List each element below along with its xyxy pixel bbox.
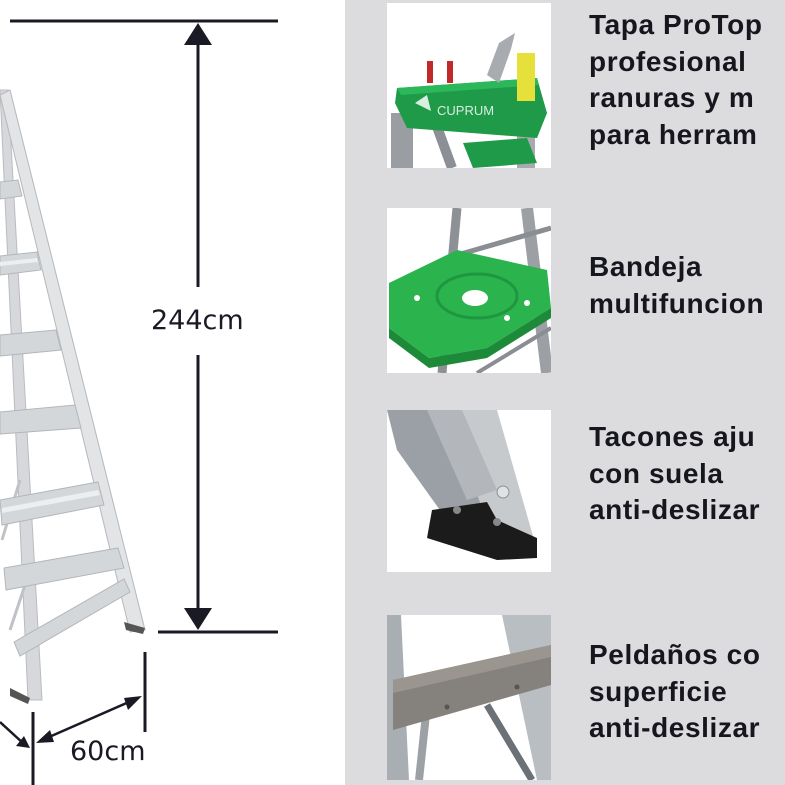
arrow-right-icon bbox=[124, 696, 142, 710]
anti-slip-steps-image bbox=[387, 615, 551, 780]
arrow-up-icon bbox=[184, 23, 212, 45]
arrow-down-icon bbox=[184, 608, 212, 630]
adjustable-feet-image bbox=[387, 410, 551, 572]
feature-line: profesional bbox=[589, 45, 747, 77]
features-panel: CUPRUM Tapa ProTop profesional ranuras y… bbox=[345, 0, 785, 785]
feature-text: Peldaños co superficie anti-deslizar bbox=[589, 637, 761, 747]
feature-line: Tapa ProTop bbox=[589, 9, 763, 40]
feature-text: Tapa ProTop profesional ranuras y m para… bbox=[589, 7, 763, 153]
feature-line: anti-deslizar bbox=[589, 712, 761, 743]
feature-line: con suela bbox=[589, 457, 724, 489]
feature-text: Bandeja multifuncion bbox=[589, 249, 764, 322]
feature-line: superficie bbox=[589, 675, 728, 707]
feature-line: Bandeja bbox=[589, 251, 703, 282]
protop-cap-image: CUPRUM bbox=[387, 3, 551, 168]
ladder-dimension-diagram: 244cm 60cm bbox=[0, 0, 345, 785]
height-dimension-label: 244cm bbox=[147, 305, 248, 337]
multifunction-tray-image bbox=[387, 208, 551, 373]
feature-line: anti-deslizar bbox=[589, 494, 761, 525]
feature-text: Tacones aju con suela anti-deslizar bbox=[589, 419, 760, 529]
feature-line: multifuncion bbox=[589, 287, 765, 319]
ladder-illustration bbox=[0, 19, 278, 785]
feature-line: Tacones aju bbox=[589, 421, 756, 452]
feature-line: para herram bbox=[589, 118, 758, 150]
feature-line: ranuras y m bbox=[589, 82, 755, 113]
arrow-left-icon bbox=[36, 730, 54, 743]
cuprum-brand-text: CUPRUM bbox=[437, 103, 494, 118]
width-dimension-label: 60cm bbox=[66, 736, 150, 768]
feature-line: Peldaños co bbox=[589, 639, 761, 670]
